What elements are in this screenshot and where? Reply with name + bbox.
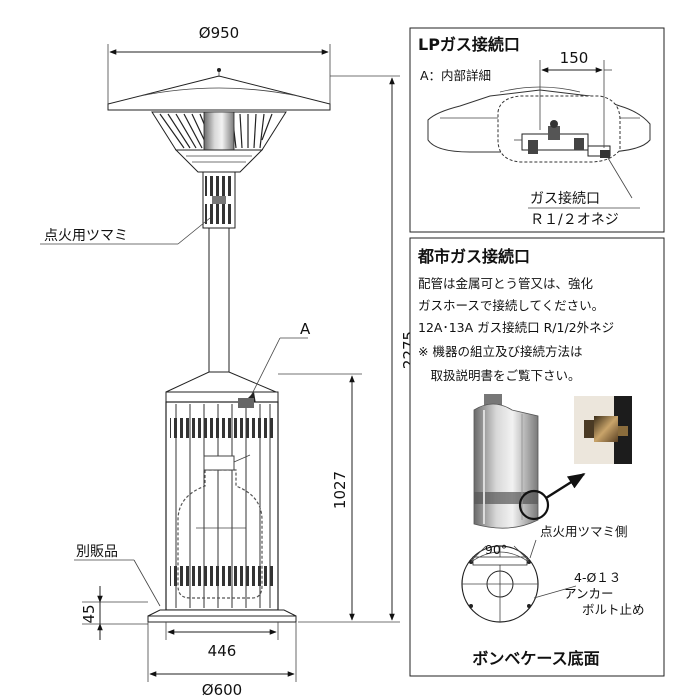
anchor-line-1: アンカー [564,586,614,601]
lp-box-title: LPガス接続口 [418,35,520,54]
city-line-3: 12A･13A ガス接続口 R/1/2外ネジ [418,320,614,335]
dim-base-height: 45 [80,604,98,623]
city-line-2: ガスホースで接続してください。 [418,298,604,313]
case-bottom-title: ボンベケース底面 [472,649,599,668]
angle-label: 90° [485,542,507,557]
dim-top-diameter: Ø950 [199,24,239,42]
dim-base-diameter: Ø600 [202,681,242,699]
label-detail-a: A [300,320,311,338]
label-sold-separately: 別販品 [76,544,118,560]
lp-box-subtitle: A：内部詳細 [420,68,491,83]
city-gas-box [409,237,665,677]
lp-port-label: ガス接続口 [530,190,600,207]
label-ignition-knob: 点火用ツマミ [44,228,128,244]
dim-inner-width: 446 [208,642,237,660]
case-photo [473,394,539,529]
heater-elevation [40,44,400,682]
city-line-4: ※ 機器の組立及び接続方法は [418,344,582,359]
city-line-1: 配管は金属可とう管又は、強化 [418,276,594,291]
city-line-5: 取扱説明書をご覧下さい。 [418,368,581,383]
dim-case-height: 1027 [331,471,349,509]
lp-thread-label: Ｒ１/２オネジ [530,212,619,228]
lp-gas-box [409,27,665,233]
anchor-dimension: 4-Ø１３ [574,570,621,585]
knob-side-label: 点火用ツマミ側 [540,524,628,539]
knob-photo [574,396,632,464]
city-box-title: 都市ガス接続口 [417,247,530,266]
anchor-line-2: ボルト止め [582,602,645,617]
dim-detail-width: 150 [560,49,589,67]
